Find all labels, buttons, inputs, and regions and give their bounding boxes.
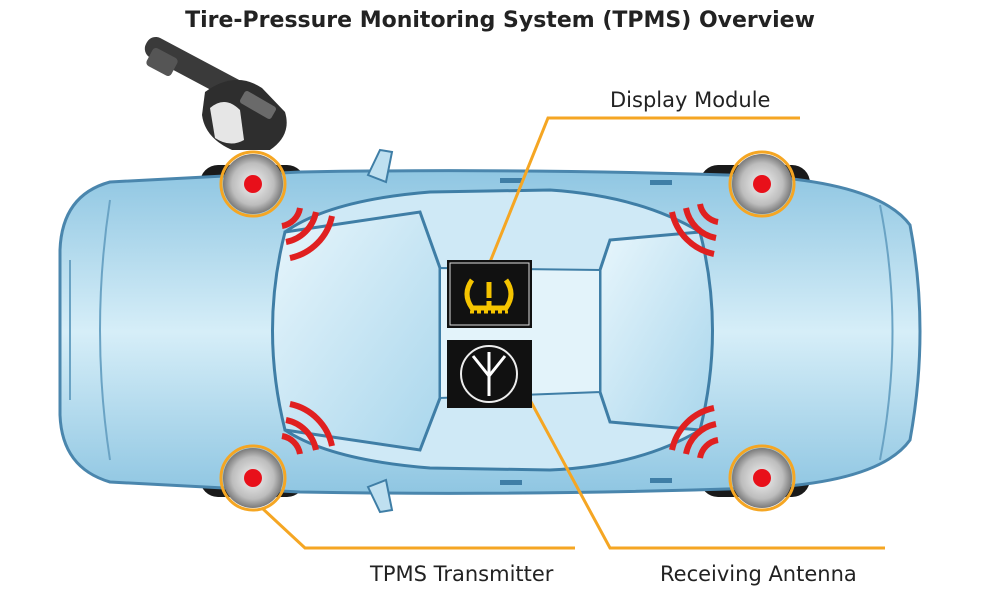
sensor-valve-image [144, 36, 287, 150]
sensor-rear-right [728, 444, 796, 512]
display-module-label: Display Module [610, 88, 771, 112]
antenna-callout [528, 399, 885, 550]
sensor-front-right [219, 444, 287, 512]
diagram-title: Tire-Pressure Monitoring System (TPMS) O… [185, 8, 815, 33]
signal-front-left [281, 207, 335, 261]
callout-lines [260, 116, 885, 550]
signal-rear-left [669, 203, 719, 257]
signal-waves [281, 203, 719, 459]
sensor-front-left [219, 150, 287, 218]
tpms-transmitter-label: TPMS Transmitter [370, 562, 554, 586]
sensor-rear-left [728, 150, 796, 218]
wheel-sensors [219, 150, 796, 512]
receiving-antenna-label: Receiving Antenna [660, 562, 857, 586]
display-module-callout [488, 116, 800, 263]
signal-front-right [281, 401, 335, 455]
antenna-icon [447, 340, 532, 408]
transmitter-callout [260, 506, 575, 550]
signal-rear-right [669, 405, 719, 459]
tire-pressure-warning-icon [447, 260, 532, 328]
car-body [58, 148, 922, 514]
